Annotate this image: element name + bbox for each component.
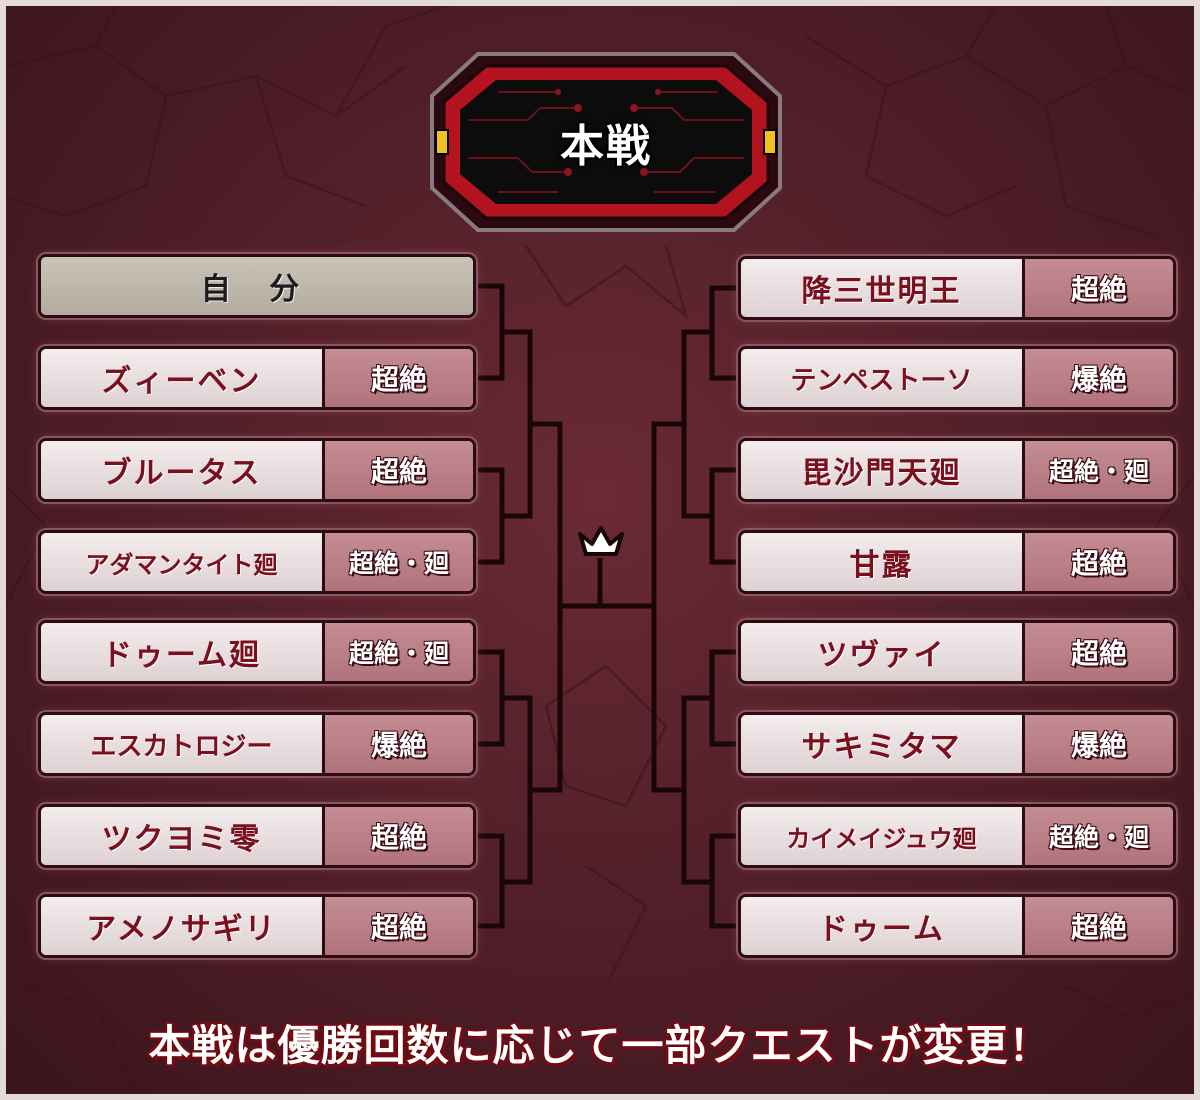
slot-name: ズィーベン (41, 349, 322, 407)
bracket-slot-left-5: ドゥーム廻 超絶・廻 (38, 620, 476, 684)
circuit-plate-graphic (430, 52, 782, 232)
difficulty-badge: 超絶・廻 (1022, 441, 1173, 499)
bracket-slot-player: 自 分 (38, 254, 476, 318)
slot-name: ブルータス (41, 441, 322, 499)
bracket-slot-left-2: ズィーベン 超絶 (38, 346, 476, 410)
bracket-slot-left-8: アメノサギリ 超絶 (38, 894, 476, 958)
stone-texture (6, 6, 1194, 1094)
footer-note: 本戦は優勝回数に応じて一部クエストが変更！ (148, 1021, 1052, 1070)
bracket-slot-left-3: ブルータス 超絶 (38, 438, 476, 502)
slot-name: サキミタマ (741, 715, 1022, 773)
difficulty-badge: 超絶 (322, 897, 473, 955)
bracket-slot-right-5: ツヴァイ 超絶 (738, 620, 1176, 684)
bracket-slot-right-7: カイメイジュウ廻 超絶・廻 (738, 804, 1176, 868)
difficulty-badge: 超絶 (1022, 259, 1173, 317)
slot-name: ツヴァイ (741, 623, 1022, 681)
slot-name: 降三世明王 (741, 259, 1022, 317)
difficulty-badge: 超絶 (322, 349, 473, 407)
difficulty-badge: 超絶 (322, 807, 473, 865)
difficulty-badge: 爆絶 (1022, 349, 1173, 407)
difficulty-badge: 超絶 (1022, 897, 1173, 955)
slot-name: 毘沙門天廻 (741, 441, 1022, 499)
slot-name: アメノサギリ (41, 897, 322, 955)
slot-name: ツクヨミ零 (41, 807, 322, 865)
crown-icon (578, 526, 624, 556)
slot-name: ドゥーム (741, 897, 1022, 955)
difficulty-badge: 超絶・廻 (322, 623, 473, 681)
bracket-slot-right-8: ドゥーム 超絶 (738, 894, 1176, 958)
difficulty-badge: 超絶・廻 (1022, 807, 1173, 865)
stage-header-plate: 本戦 (428, 50, 784, 234)
bracket-slot-left-7: ツクヨミ零 超絶 (38, 804, 476, 868)
difficulty-badge: 爆絶 (1022, 715, 1173, 773)
slot-name: 自 分 (41, 257, 473, 315)
difficulty-badge: 超絶 (1022, 623, 1173, 681)
bracket-slot-right-3: 毘沙門天廻 超絶・廻 (738, 438, 1176, 502)
bracket-slot-right-4: 甘露 超絶 (738, 530, 1176, 594)
bracket-slot-right-6: サキミタマ 爆絶 (738, 712, 1176, 776)
slot-name: アダマンタイト廻 (41, 533, 322, 591)
bracket-slot-left-4: アダマンタイト廻 超絶・廻 (38, 530, 476, 594)
difficulty-badge: 超絶 (322, 441, 473, 499)
stage-title: 本戦 (560, 121, 652, 172)
slot-name: テンペストーソ (741, 349, 1022, 407)
difficulty-badge: 爆絶 (322, 715, 473, 773)
tournament-bracket-lines (476, 283, 738, 929)
slot-name: エスカトロジー (41, 715, 322, 773)
slot-name: カイメイジュウ廻 (741, 807, 1022, 865)
difficulty-badge: 超絶・廻 (322, 533, 473, 591)
slot-name: ドゥーム廻 (41, 623, 322, 681)
slot-name: 甘露 (741, 533, 1022, 591)
bracket-slot-right-2: テンペストーソ 爆絶 (738, 346, 1176, 410)
difficulty-badge: 超絶 (1022, 533, 1173, 591)
bracket-slot-right-1: 降三世明王 超絶 (738, 256, 1176, 320)
bracket-slot-left-6: エスカトロジー 爆絶 (38, 712, 476, 776)
